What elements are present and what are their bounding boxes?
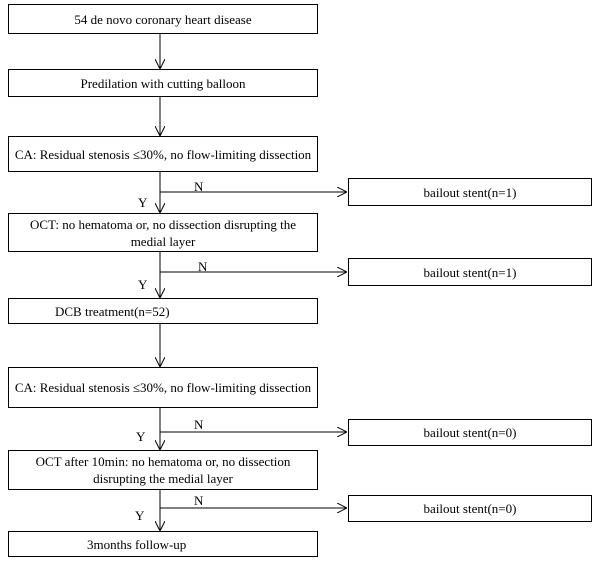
start-box: 54 de novo coronary heart disease xyxy=(8,4,318,34)
yes-label-1: Y xyxy=(138,195,148,210)
bailout3-text: bailout stent(n=0) xyxy=(423,425,517,440)
oct2-box: OCT after 10min: no hematoma or, no diss… xyxy=(8,450,318,490)
no-label-4: N xyxy=(194,493,204,508)
dcb-box: DCB treatment(n=52) xyxy=(8,298,318,324)
bailout1-box: bailout stent(n=1) xyxy=(348,178,592,206)
ca2-box: CA: Residual stenosis ≤30%, no flow-limi… xyxy=(8,367,318,408)
followup-text: 3months follow-up xyxy=(87,536,187,552)
no-label-1: N xyxy=(194,179,204,194)
ca1-text: CA: Residual stenosis ≤30%, no flow-limi… xyxy=(14,146,312,162)
start-text: 54 de novo coronary heart disease xyxy=(74,11,252,27)
bailout3-box: bailout stent(n=0) xyxy=(348,419,592,446)
bailout4-text: bailout stent(n=0) xyxy=(423,501,517,516)
no-label-3: N xyxy=(194,417,204,432)
oct1-box: OCT: no hematoma or, no dissection disru… xyxy=(8,213,318,252)
bailout1-text: bailout stent(n=1) xyxy=(423,184,517,200)
bailout2-box: bailout stent(n=1) xyxy=(348,258,592,286)
yes-label-2: Y xyxy=(138,277,148,292)
no-label-2: N xyxy=(198,259,208,274)
yes-label-4: Y xyxy=(135,508,145,523)
bailout2-text: bailout stent(n=1) xyxy=(423,264,517,280)
oct2-text: OCT after 10min: no hematoma or, no diss… xyxy=(35,454,291,486)
dcb-text: DCB treatment(n=52) xyxy=(55,303,170,319)
oct1-text: OCT: no hematoma or, no dissection disru… xyxy=(29,216,297,249)
ca2-text: CA: Residual stenosis ≤30%, no flow-limi… xyxy=(14,380,312,395)
predilation-box: Predilation with cutting balloon xyxy=(8,69,318,97)
ca1-box: CA: Residual stenosis ≤30%, no flow-limi… xyxy=(8,136,318,172)
bailout4-box: bailout stent(n=0) xyxy=(348,495,592,522)
predilation-text: Predilation with cutting balloon xyxy=(80,75,246,91)
followup-box: 3months follow-up xyxy=(8,531,318,557)
yes-label-3: Y xyxy=(136,429,146,444)
